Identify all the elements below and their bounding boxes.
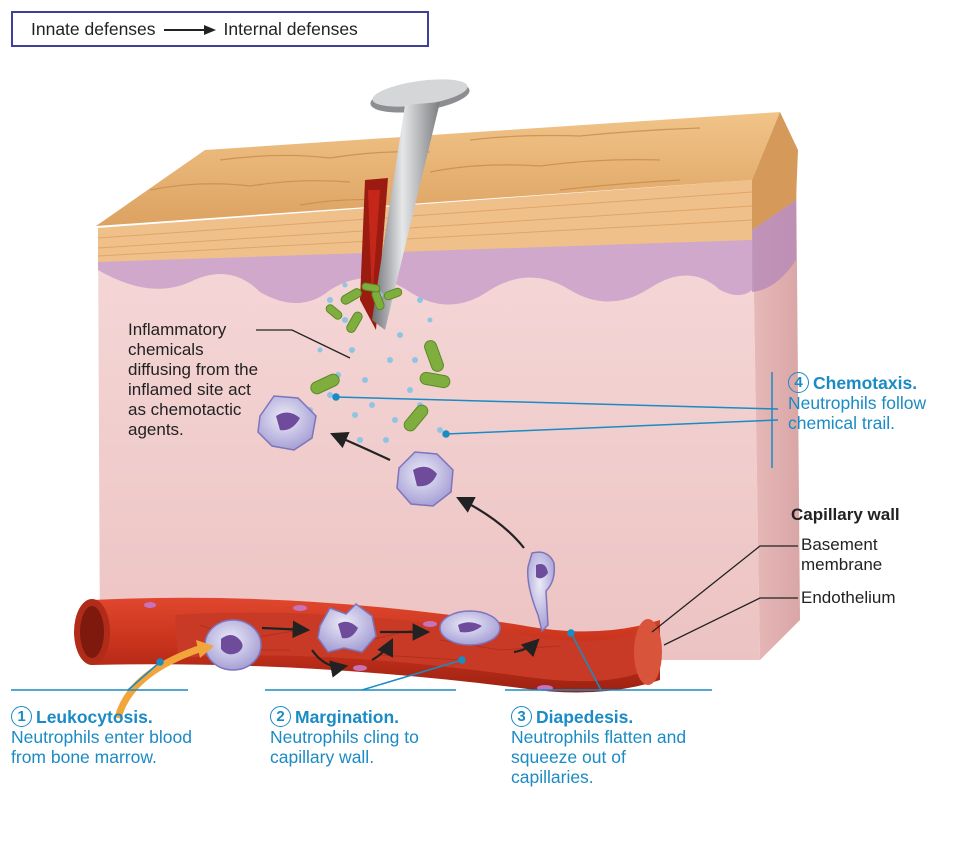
step-description: Neutrophils follow chemical trail. bbox=[788, 393, 953, 433]
step-title: Diapedesis. bbox=[536, 707, 633, 727]
step-title: Chemotaxis. bbox=[813, 373, 917, 393]
step-number-badge: 4 bbox=[788, 372, 809, 393]
capillary-wall-label: Capillary wall bbox=[791, 505, 900, 525]
step-description: Neutrophils enter blood from bone marrow… bbox=[11, 727, 201, 767]
step-number-badge: 1 bbox=[11, 706, 32, 727]
step-title: Margination. bbox=[295, 707, 399, 727]
header-from-label: Innate defenses bbox=[31, 19, 156, 40]
header-to-label: Internal defenses bbox=[224, 19, 358, 40]
basement-membrane-label: Basement membrane bbox=[801, 535, 921, 575]
step-title: Leukocytosis. bbox=[36, 707, 153, 727]
step-number-badge: 3 bbox=[511, 706, 532, 727]
step-number-badge: 2 bbox=[270, 706, 291, 727]
header-flow-box: Innate defenses Internal defenses bbox=[11, 11, 429, 47]
arrow-right-icon bbox=[164, 24, 216, 36]
step-description: Neutrophils flatten and squeeze out of c… bbox=[511, 727, 711, 787]
step-description: Neutrophils cling to capillary wall. bbox=[270, 727, 470, 767]
inflammatory-chemicals-label: Inflammatory chemicals diffusing from th… bbox=[128, 320, 268, 440]
endothelium-label: Endothelium bbox=[801, 588, 896, 608]
